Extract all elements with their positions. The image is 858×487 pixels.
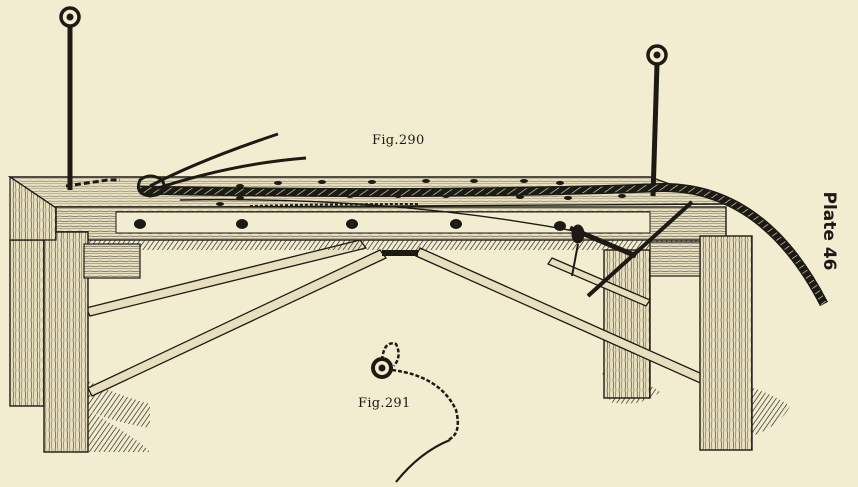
eye-bolts xyxy=(59,6,668,197)
cross-braces xyxy=(85,239,721,397)
front-legs xyxy=(9,175,753,453)
ground-shadows xyxy=(84,372,790,452)
rope xyxy=(65,132,828,307)
figure-290-label: Fig.290 xyxy=(372,133,425,148)
plate-number-label: Plate 46 xyxy=(819,191,839,271)
figure-291-label: Fig.291 xyxy=(358,396,411,411)
toggle-fid xyxy=(569,200,694,298)
chain-ring xyxy=(371,342,459,483)
